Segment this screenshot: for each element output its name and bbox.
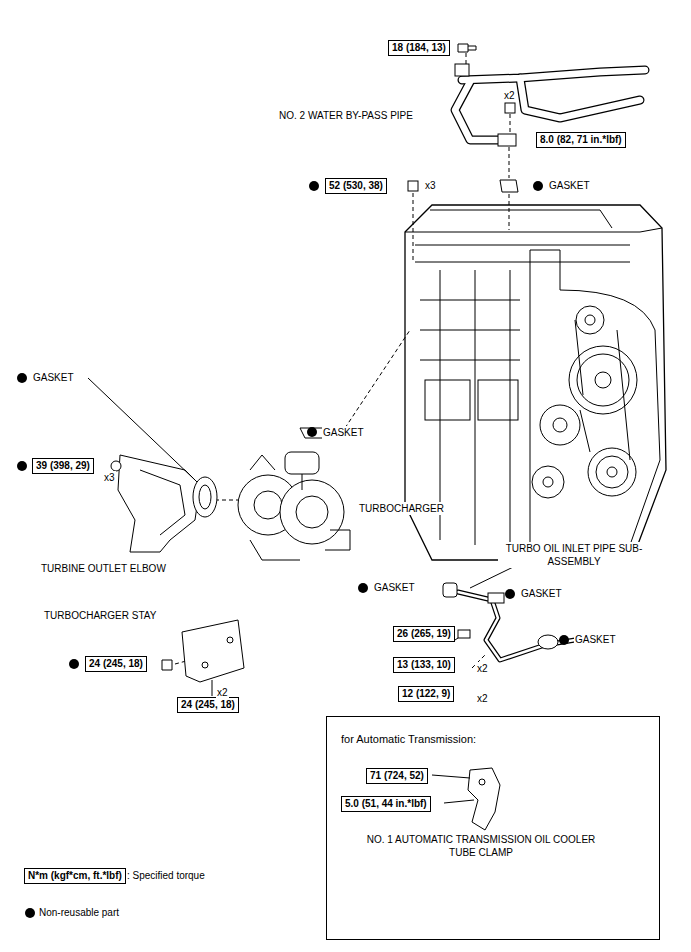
part-name: GASKET: [373, 581, 416, 594]
part-name: GASKET: [322, 426, 365, 439]
part-name: GASKET: [574, 633, 617, 646]
torque-value: 5.0 (51, 44 in.*lbf): [345, 798, 427, 809]
torque-box: 24 (245, 18): [177, 697, 239, 713]
quantity-mark: x2: [476, 662, 489, 675]
torque-value: 71 (724, 52): [370, 770, 424, 781]
part-name: GASKET: [32, 371, 75, 384]
quantity-mark: x3: [424, 179, 437, 192]
torque-value: 12 (122, 9): [402, 688, 450, 699]
torque-box: 71 (724, 52): [366, 768, 428, 784]
torque-value: 24 (245, 18): [181, 699, 235, 710]
part-name: TURBOCHARGER STAY: [43, 609, 157, 622]
legend-text: : Specified torque: [127, 869, 205, 882]
torque-value: 39 (398, 29): [36, 460, 90, 471]
part-name: GASKET: [548, 179, 591, 192]
part-name: NO. 1 AUTOMATIC TRANSMISSION OIL COOLER …: [365, 833, 597, 859]
torque-box: 12 (122, 9): [398, 686, 454, 702]
torque-box: 52 (530, 38): [325, 178, 387, 194]
torque-box: 8.0 (82, 71 in.*lbf): [536, 132, 626, 148]
torque-box: 13 (133, 10): [393, 657, 455, 673]
torque-value: 24 (245, 18): [89, 658, 143, 669]
quantity-mark: x2: [503, 89, 516, 102]
torque-value: 52 (530, 38): [329, 180, 383, 191]
legend-text: Non-reusable part: [39, 906, 119, 919]
torque-value: N*m (kgf*cm, ft.*lbf): [28, 870, 122, 881]
legend-entry: Non-reusable part: [24, 906, 119, 919]
torque-box: 24 (245, 18): [85, 656, 147, 672]
group-title: for Automatic Transmission:: [341, 733, 476, 745]
torque-box: 39 (398, 29): [32, 458, 94, 474]
group-box: for Automatic Transmission: 71 (724, 52) 5…: [326, 716, 660, 940]
quantity-mark: x2: [216, 686, 229, 699]
torque-value: 18 (184, 13): [392, 42, 446, 53]
part-name: NO. 2 WATER BY-PASS PIPE: [278, 109, 414, 122]
part-name: TURBINE OUTLET ELBOW: [40, 562, 167, 575]
part-name: TURBOCHARGER: [358, 502, 445, 515]
quantity-mark: x2: [476, 692, 489, 705]
quantity-mark: x3: [103, 471, 116, 484]
torque-value: 26 (265, 19): [397, 628, 451, 639]
torque-box: 26 (265, 19): [393, 626, 455, 642]
non-reusable-dot: [24, 907, 36, 919]
torque-box: 18 (184, 13): [388, 40, 450, 56]
torque-box: N*m (kgf*cm, ft.*lbf): [24, 868, 126, 884]
part-name: GASKET: [520, 587, 563, 600]
torque-value: 13 (133, 10): [397, 659, 451, 670]
torque-box: 5.0 (51, 44 in.*lbf): [341, 796, 431, 812]
legend-entry: : Specified torque: [127, 869, 205, 882]
part-name: TURBO OIL INLET PIPE SUB-ASSEMBLY: [498, 542, 650, 568]
torque-value: 8.0 (82, 71 in.*lbf): [540, 134, 622, 145]
